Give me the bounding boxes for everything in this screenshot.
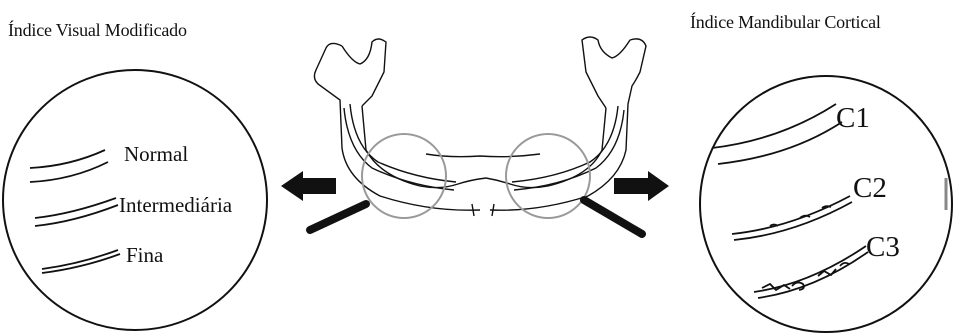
normal-label: Normal	[124, 142, 188, 166]
right-pointer-bar	[584, 200, 642, 234]
thin-cortex-lines	[42, 250, 120, 273]
left-roi-circle	[362, 134, 446, 218]
c2-label: C2	[853, 172, 887, 204]
c1-cortex-lines	[712, 104, 842, 164]
right-magnified-circle: C1 C2 C3	[700, 76, 952, 332]
normal-cortex-lines	[30, 150, 108, 182]
intermediate-label: Intermediária	[119, 193, 233, 217]
right-arrow	[614, 171, 669, 201]
left-arrow	[281, 171, 336, 201]
thin-label: Fina	[126, 243, 164, 267]
c1-label: C1	[836, 102, 870, 134]
c3-label: C3	[866, 231, 900, 263]
left-magnified-circle: Normal Intermediária Fina	[3, 70, 267, 330]
c3-cortex-lines	[754, 246, 868, 298]
left-pointer-bar	[310, 204, 366, 230]
c2-cortex-lines	[732, 196, 852, 240]
intermediate-cortex-lines	[35, 198, 118, 226]
